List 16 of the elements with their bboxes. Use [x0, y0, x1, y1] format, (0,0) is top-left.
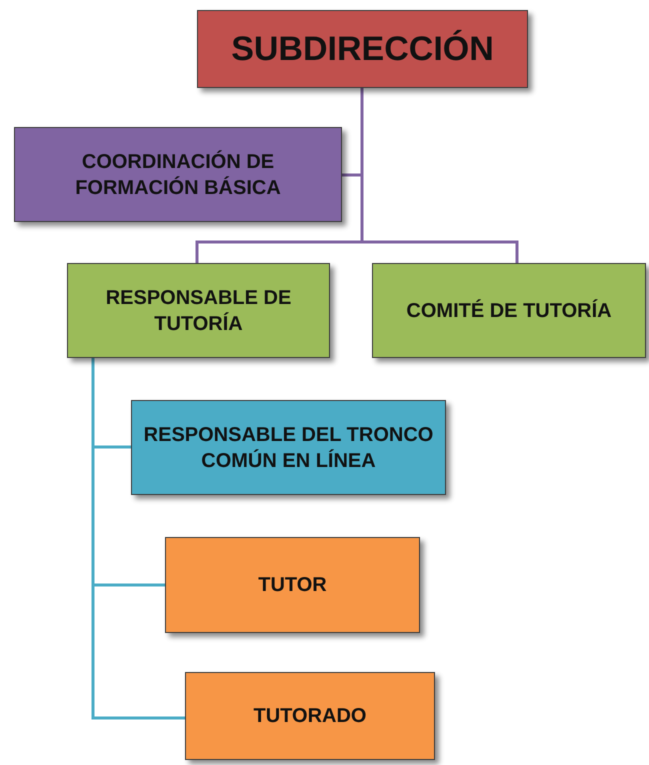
box-label: RESPONSABLE DEL TRONCO COMÚN EN LÍNEA — [142, 422, 434, 474]
org-box — [372, 263, 646, 358]
box-label: TUTOR — [257, 573, 328, 598]
org-box — [131, 400, 446, 495]
org-box — [185, 672, 435, 760]
box-label: SUBDIRECCIÓN — [230, 28, 495, 70]
box-label: COMITÉ DE TUTORÍA — [405, 298, 613, 324]
org-box — [67, 263, 330, 358]
connector-line — [92, 358, 185, 720]
box-label: COORDINACIÓN DE FORMACIÓN BÁSICA — [74, 149, 282, 200]
connector-line — [360, 88, 518, 263]
org-box — [197, 10, 528, 88]
box-label: TUTORADO — [252, 704, 368, 729]
org-box — [14, 127, 342, 222]
box-label: RESPONSABLE DE TUTORÍA — [104, 286, 292, 336]
org-box — [165, 537, 420, 633]
